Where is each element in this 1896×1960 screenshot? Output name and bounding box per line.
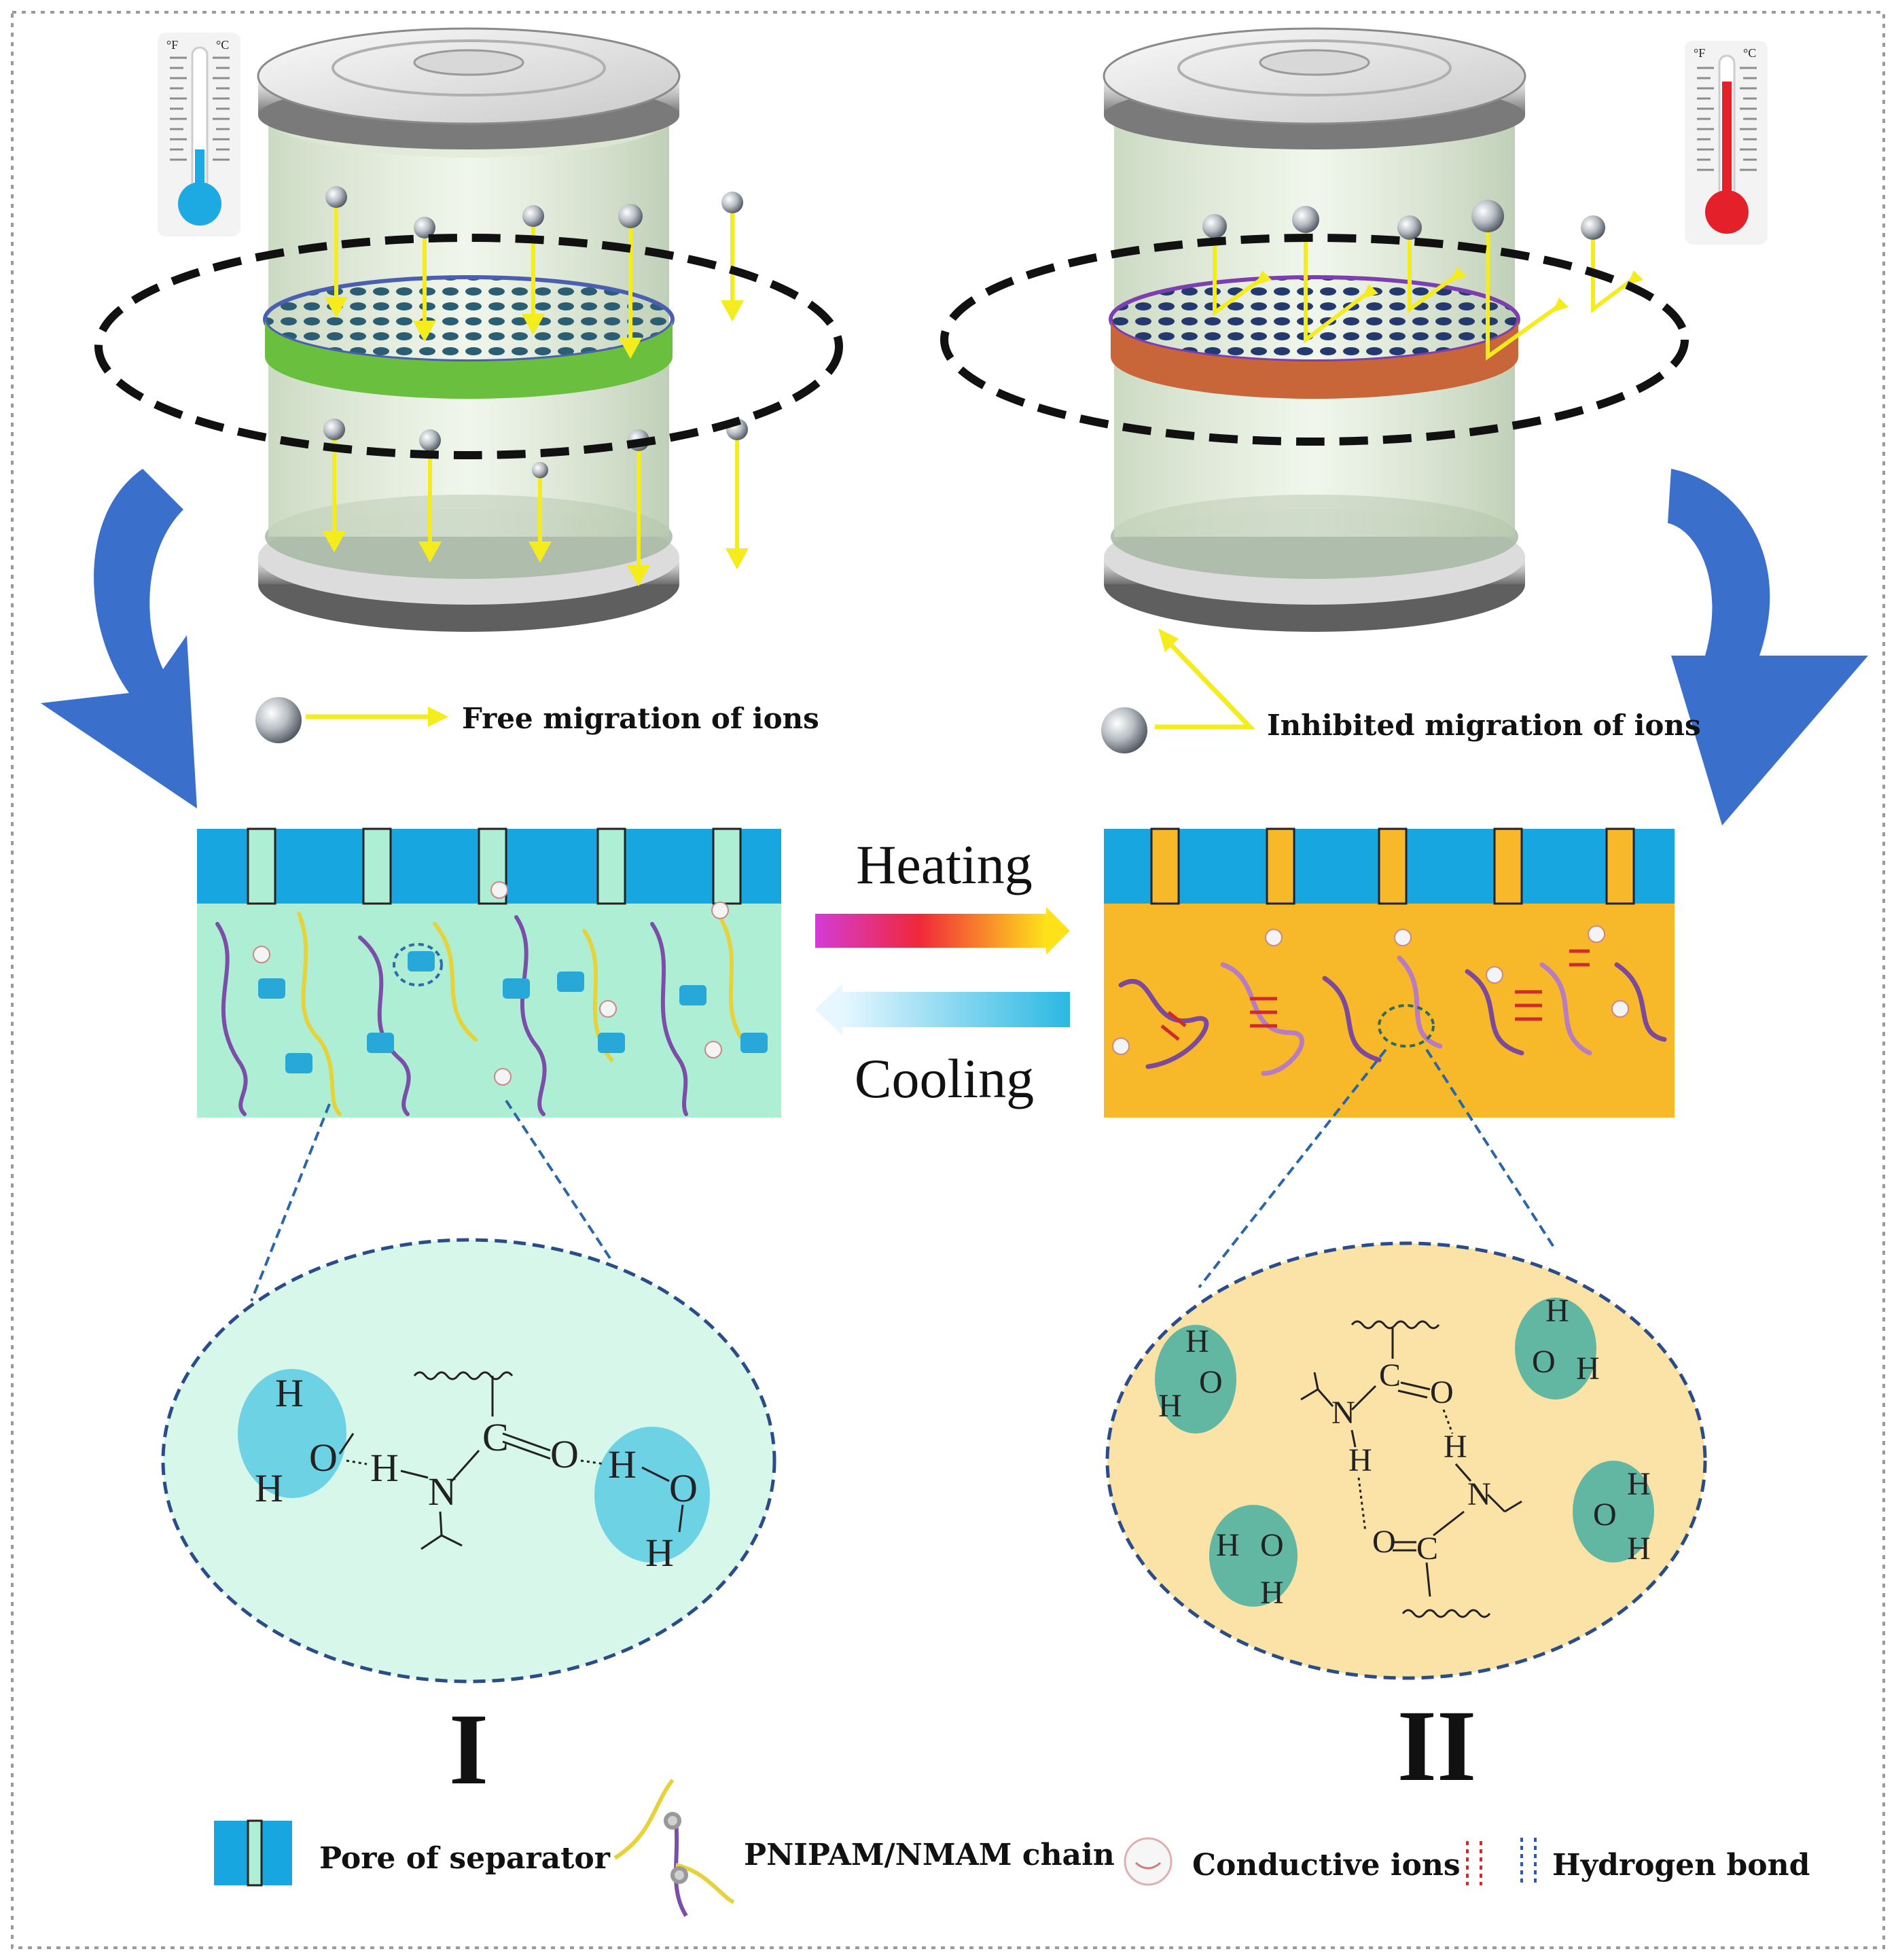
heating-transition: Heating xyxy=(815,834,1070,955)
free-migration-label: Free migration of ions xyxy=(462,702,819,735)
left-cell-lid xyxy=(257,27,681,125)
cooling-label: Cooling xyxy=(855,1048,1034,1109)
thermometer-unit-c-right: °C xyxy=(1743,46,1756,60)
cold-molecular-zoom: H O H H N C O H O H xyxy=(161,1238,776,1683)
free-migration-legend: Free migration of ions xyxy=(255,697,819,743)
legend-hbond-label: Hydrogen bond xyxy=(1552,1848,1810,1883)
atom-h: H xyxy=(1545,1293,1569,1329)
atom-h: H xyxy=(1185,1323,1209,1359)
cold-gel-panel xyxy=(197,827,781,1118)
right-cell-lid xyxy=(1103,27,1526,125)
legend: Pore of separator PNIPAM/NMAM chain Cond… xyxy=(214,1779,1810,1917)
atom-h: H xyxy=(1627,1531,1651,1567)
cooling-arrow xyxy=(842,992,1070,1027)
legend-chain-label: PNIPAM/NMAM chain xyxy=(744,1838,1115,1872)
thermometer-unit-c: °C xyxy=(216,38,229,52)
right-battery-cell xyxy=(940,27,1689,632)
hot-gel-panel xyxy=(1104,827,1675,1118)
atom-o: O xyxy=(309,1436,338,1480)
atom-o: O xyxy=(1532,1344,1556,1380)
atom-c: C xyxy=(482,1415,509,1459)
conductive-ion-legend-icon xyxy=(1124,1837,1173,1886)
chain-legend-icon xyxy=(613,1779,735,1917)
water-molecule-right xyxy=(594,1427,710,1563)
left-battery-cell xyxy=(94,27,843,632)
atom-h: H xyxy=(608,1442,637,1486)
atom-o: O xyxy=(669,1466,698,1510)
right-dashed-highlight xyxy=(940,234,1689,446)
atom-o: O xyxy=(1593,1497,1617,1533)
left-separator xyxy=(263,275,675,363)
panel-label-ii: II xyxy=(1397,1690,1477,1802)
water-molecule-2 xyxy=(1515,1298,1596,1400)
hydrogen-bond-legend-icon xyxy=(1466,1838,1537,1885)
hot-molecular-zoom: H O H H O H H O H H O H C O N H H N O C xyxy=(1105,1241,1707,1680)
atom-h: H xyxy=(1576,1351,1600,1387)
panel-label-i: I xyxy=(449,1693,488,1806)
atom-h: H xyxy=(1348,1442,1372,1478)
inhibited-migration-legend: Inhibited migration of ions xyxy=(1101,628,1701,753)
cold-thermometer-icon: °F °C xyxy=(158,33,240,236)
atom-h: H xyxy=(645,1531,674,1575)
water-molecule-4 xyxy=(1573,1461,1654,1563)
water-molecule-left xyxy=(238,1369,346,1498)
thermometer-unit-f: °F xyxy=(166,38,178,52)
legend-ions-label: Conductive ions xyxy=(1192,1848,1461,1883)
atom-h: H xyxy=(255,1466,283,1510)
water-molecule-1 xyxy=(1155,1325,1236,1433)
atom-h: H xyxy=(1158,1388,1182,1424)
atom-o: O xyxy=(1372,1524,1396,1560)
atom-o: O xyxy=(550,1432,579,1476)
atom-h: H xyxy=(1627,1466,1651,1502)
left-curved-arrow xyxy=(41,469,197,808)
legend-pore-label: Pore of separator xyxy=(319,1841,611,1876)
inhibited-migration-label: Inhibited migration of ions xyxy=(1267,709,1701,742)
atom-o: O xyxy=(1260,1527,1284,1563)
atom-c: C xyxy=(1379,1357,1401,1393)
right-separator xyxy=(1109,275,1520,363)
atom-h: H xyxy=(370,1446,399,1490)
atom-h: H xyxy=(1216,1527,1240,1563)
hot-thermometer-icon: °F °C xyxy=(1685,41,1768,245)
water-molecule-3 xyxy=(1209,1505,1298,1607)
atom-n: N xyxy=(428,1469,457,1514)
atom-h: H xyxy=(275,1371,304,1415)
atom-h: H xyxy=(1444,1429,1467,1465)
atom-n: N xyxy=(1331,1395,1355,1431)
pore-legend-icon xyxy=(214,1819,292,1887)
figure-border xyxy=(11,11,1885,1949)
cooling-transition: Cooling xyxy=(815,984,1070,1109)
left-dashed-highlight xyxy=(94,234,843,459)
heating-label: Heating xyxy=(856,834,1033,895)
thermometer-unit-f-right: °F xyxy=(1694,46,1705,60)
heating-arrow xyxy=(815,914,1046,948)
atom-o: O xyxy=(1430,1374,1454,1410)
right-curved-arrow xyxy=(1668,469,1868,825)
atom-c: C xyxy=(1416,1531,1438,1567)
atom-h: H xyxy=(1260,1575,1284,1611)
atom-n: N xyxy=(1467,1476,1491,1512)
atom-o: O xyxy=(1199,1364,1223,1400)
